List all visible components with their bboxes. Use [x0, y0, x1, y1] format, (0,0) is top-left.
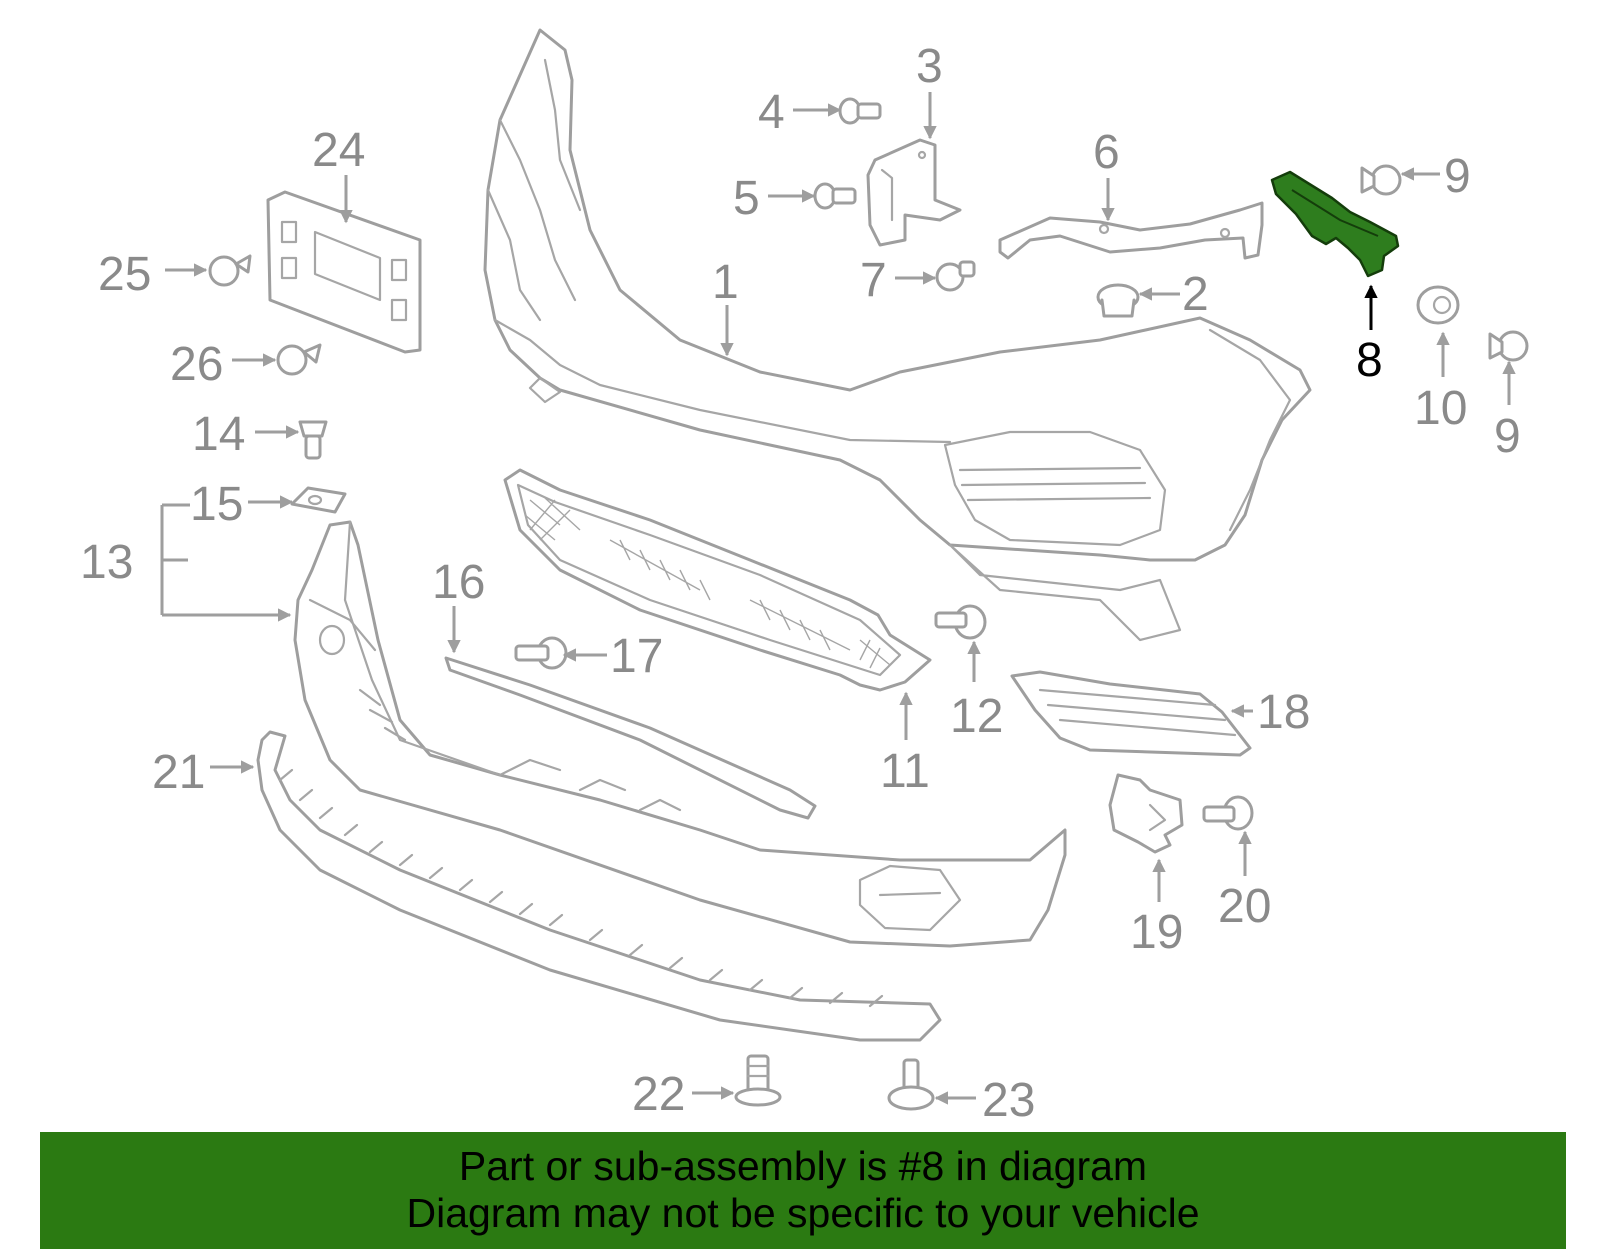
fastener-part-22	[734, 1054, 782, 1107]
callout-14: 14	[192, 408, 245, 461]
bolt-part-4	[838, 97, 882, 125]
push-clip-part-9a	[1360, 164, 1402, 196]
callout-3: 3	[916, 40, 943, 93]
bumper-cover-part-1	[483, 28, 1312, 642]
push-clip-part-26	[276, 343, 322, 376]
callout-19: 19	[1130, 906, 1183, 959]
bolt-part-14	[298, 420, 328, 460]
callout-11: 11	[880, 745, 930, 798]
callout-9b: 9	[1494, 410, 1521, 463]
bolt-part-12	[934, 604, 987, 640]
banner-line-2: Diagram may not be specific to your vehi…	[406, 1190, 1200, 1236]
molding-strip-part-16	[444, 656, 817, 820]
callout-13: 13	[80, 536, 133, 589]
highlighted-bracket-part-8	[1270, 170, 1400, 278]
bolt-part-5	[813, 182, 857, 210]
callout-23: 23	[982, 1074, 1035, 1127]
license-bracket-part-24	[266, 190, 422, 354]
bolt-part-7	[935, 260, 976, 292]
bolt-part-17	[514, 636, 568, 670]
callout-17: 17	[610, 630, 663, 683]
callout-26: 26	[170, 338, 223, 391]
bolt-part-20	[1202, 795, 1254, 831]
callout-9a: 9	[1444, 150, 1471, 203]
callout-6: 6	[1093, 126, 1120, 179]
push-clip-part-25	[208, 254, 252, 287]
callout-8: 8	[1356, 334, 1383, 387]
info-banner: Part or sub-assembly is #8 in diagram Di…	[40, 1132, 1566, 1249]
callout-25: 25	[98, 248, 151, 301]
callout-2: 2	[1182, 268, 1209, 321]
callout-16: 16	[432, 556, 485, 609]
callout-20: 20	[1218, 880, 1271, 933]
push-clip-part-9b	[1488, 330, 1529, 362]
clip-part-2	[1096, 283, 1140, 318]
callout-1: 1	[712, 256, 739, 309]
callout-labels: 1 2 3 4 5 6 7 8 9 9 10 11 12 13 14 15 16…	[80, 40, 1521, 1127]
leader-lines	[160, 92, 1516, 1105]
side-bracket-part-6	[998, 201, 1264, 260]
callout-15: 15	[190, 478, 243, 531]
fog-garnish-part-18	[1010, 670, 1252, 757]
fastener-part-23	[887, 1058, 935, 1111]
callout-22: 22	[632, 1068, 685, 1121]
callout-24: 24	[312, 124, 365, 177]
lower-bumper-part-13	[293, 520, 1067, 948]
lower-spoiler-part-21	[256, 730, 942, 1042]
callout-12: 12	[950, 690, 1003, 743]
clip-part-19	[1108, 773, 1184, 854]
clip-nut-part-15	[290, 486, 347, 514]
grille-part-11	[503, 468, 932, 692]
callout-21: 21	[152, 746, 205, 799]
bracket-part-3	[866, 138, 962, 247]
banner-line-1: Part or sub-assembly is #8 in diagram	[458, 1143, 1148, 1189]
grommet-part-10	[1416, 285, 1460, 325]
callout-18: 18	[1257, 686, 1310, 739]
callout-5: 5	[733, 172, 760, 225]
callout-7: 7	[860, 254, 887, 307]
callout-4: 4	[758, 86, 785, 139]
callout-10: 10	[1414, 382, 1467, 435]
